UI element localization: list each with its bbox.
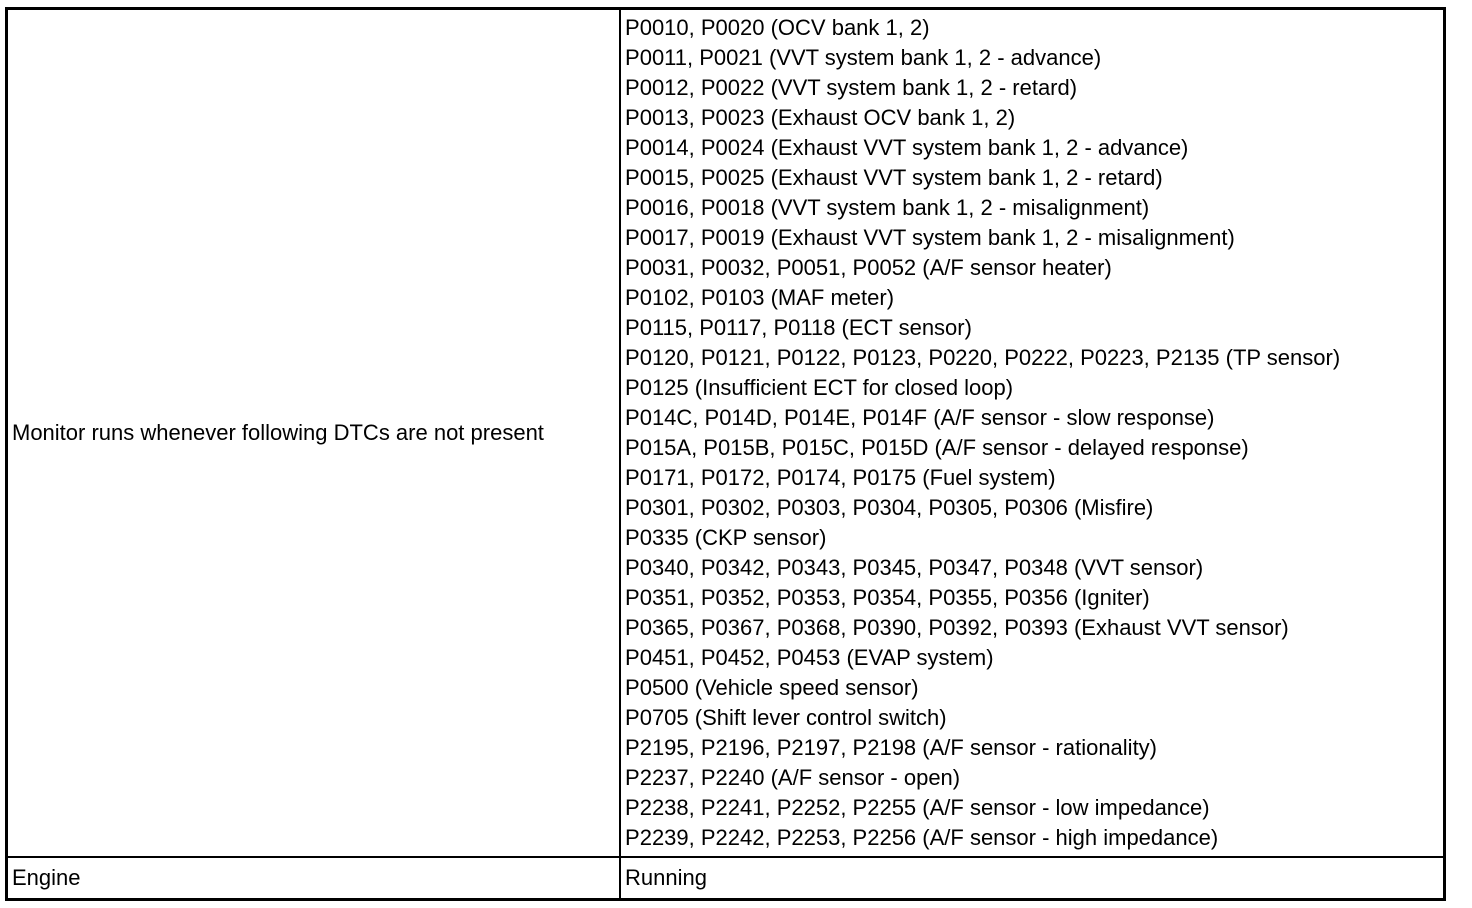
engine-value-cell: Running <box>619 856 1446 901</box>
list-item: P2195, P2196, P2197, P2198 (A/F sensor -… <box>625 735 1158 760</box>
list-item: P0102, P0103 (MAF meter) <box>625 285 895 310</box>
list-item: P0011, P0021 (VVT system bank 1, 2 - adv… <box>625 45 1102 70</box>
list-item: P0010, P0020 (OCV bank 1, 2) <box>625 15 930 40</box>
list-item: P2238, P2241, P2252, P2255 (A/F sensor -… <box>625 795 1210 820</box>
list-item: P0365, P0367, P0368, P0390, P0392, P0393… <box>625 615 1289 640</box>
list-item: P0013, P0023 (Exhaust OCV bank 1, 2) <box>625 105 1016 130</box>
list-item: P0015, P0025 (Exhaust VVT system bank 1,… <box>625 165 1163 190</box>
list-item: P0031, P0032, P0051, P0052 (A/F sensor h… <box>625 255 1112 280</box>
table-row: Engine Running <box>5 856 1446 901</box>
list-item: P0171, P0172, P0174, P0175 (Fuel system) <box>625 465 1056 490</box>
list-item: P2237, P2240 (A/F sensor - open) <box>625 765 961 790</box>
dtc-list-cell: P0010, P0020 (OCV bank 1, 2) P0011, P002… <box>619 7 1446 858</box>
list-item: P0340, P0342, P0343, P0345, P0347, P0348… <box>625 555 1204 580</box>
list-item: P0014, P0024 (Exhaust VVT system bank 1,… <box>625 135 1189 160</box>
list-item: P0335 (CKP sensor) <box>625 525 827 550</box>
list-item: P0705 (Shift lever control switch) <box>625 705 947 730</box>
list-item: P014C, P014D, P014E, P014F (A/F sensor -… <box>625 405 1215 430</box>
list-item: P2239, P2242, P2253, P2256 (A/F sensor -… <box>625 825 1219 850</box>
list-item: P0012, P0022 (VVT system bank 1, 2 - ret… <box>625 75 1078 100</box>
dtc-list: P0010, P0020 (OCV bank 1, 2) P0011, P002… <box>625 13 1439 853</box>
list-item: P0301, P0302, P0303, P0304, P0305, P0306… <box>625 495 1154 520</box>
list-item: P0125 (Insufficient ECT for closed loop) <box>625 375 1014 400</box>
engine-value: Running <box>625 865 707 890</box>
list-item: P0500 (Vehicle speed sensor) <box>625 675 919 700</box>
list-item: P0017, P0019 (Exhaust VVT system bank 1,… <box>625 225 1235 250</box>
list-item: P0115, P0117, P0118 (ECT sensor) <box>625 315 972 340</box>
condition-label: Monitor runs whenever following DTCs are… <box>12 420 544 445</box>
conditions-table: Monitor runs whenever following DTCs are… <box>5 7 1446 901</box>
list-item: P015A, P015B, P015C, P015D (A/F sensor -… <box>625 435 1249 460</box>
engine-label-cell: Engine <box>5 856 622 901</box>
list-item: P0351, P0352, P0353, P0354, P0355, P0356… <box>625 585 1150 610</box>
table-row: Monitor runs whenever following DTCs are… <box>5 7 1446 858</box>
engine-label: Engine <box>12 865 81 890</box>
list-item: P0451, P0452, P0453 (EVAP system) <box>625 645 994 670</box>
list-item: P0120, P0121, P0122, P0123, P0220, P0222… <box>625 345 1341 370</box>
list-item: P0016, P0018 (VVT system bank 1, 2 - mis… <box>625 195 1150 220</box>
condition-label-cell: Monitor runs whenever following DTCs are… <box>5 7 622 858</box>
